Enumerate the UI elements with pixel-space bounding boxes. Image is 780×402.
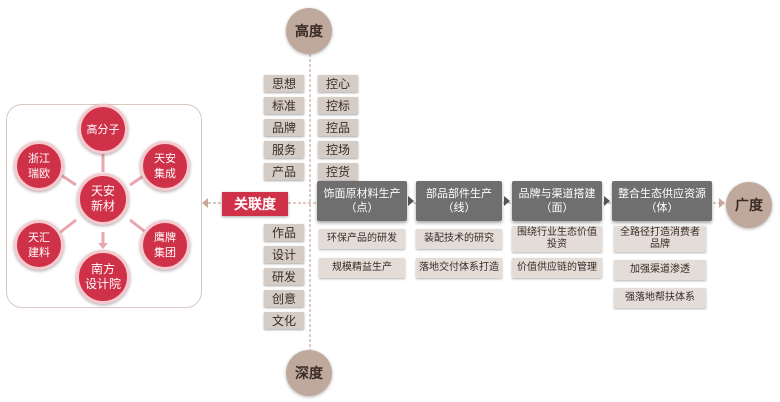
stage-item: 全路径打造消费者 品牌 xyxy=(614,226,706,252)
axis-arrow-left-icon xyxy=(202,198,208,208)
axis-node-depth: 深度 xyxy=(286,350,332,396)
stage-arrow-icon xyxy=(504,196,510,206)
stage-item: 价值供应链的管理 xyxy=(512,258,602,278)
stage-box-point: 饰面原材料生产 （点） xyxy=(317,181,407,221)
upper-tag-left: 产品 xyxy=(264,163,304,180)
lower-tag: 文化 xyxy=(264,312,304,329)
relation-label: 关联度 xyxy=(222,192,288,216)
stage-item: 围绕行业生态价值 投资 xyxy=(512,226,602,252)
upper-tag-left: 标准 xyxy=(264,97,304,114)
cluster-center-node: 天安 新材 xyxy=(77,173,129,225)
stage-item: 规模精益生产 xyxy=(319,258,405,278)
lower-tag: 研发 xyxy=(264,268,304,285)
lower-tag: 作品 xyxy=(264,224,304,241)
stage-box-line: 部品部件生产 （线） xyxy=(416,181,502,221)
stage-item: 加强渠道渗透 xyxy=(614,260,706,280)
cluster-node-top: 高分子 xyxy=(78,104,128,154)
lower-tag: 设计 xyxy=(264,246,304,263)
upper-tag-right: 控标 xyxy=(318,97,358,114)
stage-box-body: 整合生态供应资源 （体） xyxy=(612,181,712,221)
axis-node-height: 高度 xyxy=(286,8,332,54)
stage-item: 强落地帮扶体系 xyxy=(614,288,706,308)
stage-arrow-icon xyxy=(408,196,414,206)
upper-tag-left: 品牌 xyxy=(264,119,304,136)
upper-tag-left: 服务 xyxy=(264,141,304,158)
cluster-node-lower-left: 天汇 建料 xyxy=(14,220,64,270)
axis-arrow-right-icon xyxy=(719,198,725,208)
axis-node-breadth: 广度 xyxy=(726,182,772,228)
upper-tag-right: 控场 xyxy=(318,141,358,158)
upper-tag-left: 思想 xyxy=(264,75,304,92)
upper-tag-right: 控货 xyxy=(318,163,358,180)
stage-item: 落地交付体系打造 xyxy=(416,258,502,278)
stage-arrow-icon xyxy=(604,196,610,206)
upper-tag-right: 控心 xyxy=(318,75,358,92)
cluster-node-lower-right: 鹰牌 集团 xyxy=(140,220,190,270)
cluster-node-upper-left: 浙江 瑞欧 xyxy=(14,141,64,191)
stage-item: 装配技术的研究 xyxy=(416,229,502,249)
cluster-node-bottom: 南方 设计院 xyxy=(76,250,130,304)
stage-item: 环保产品的研发 xyxy=(319,229,405,249)
lower-tag: 创意 xyxy=(264,290,304,307)
stage-box-surface: 品牌与渠道搭建 （面） xyxy=(512,181,602,221)
cluster-node-upper-right: 天安 集成 xyxy=(140,141,190,191)
upper-tag-right: 控品 xyxy=(318,119,358,136)
cluster-arrow-down-icon xyxy=(98,243,108,249)
